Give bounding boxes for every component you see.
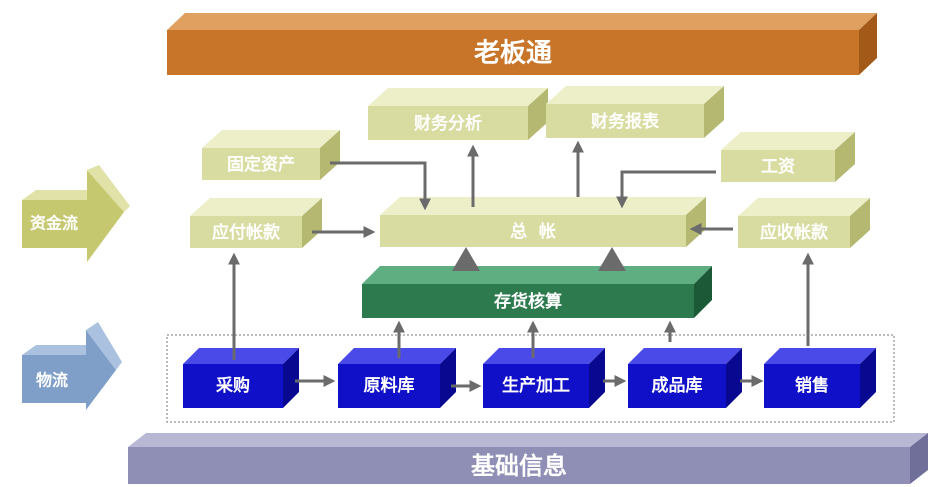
- receivable-label: 应收帐款: [760, 222, 829, 243]
- payable-label: 应付帐款: [212, 222, 281, 243]
- triangle-inventory-to-ledger-left: [452, 247, 480, 271]
- finished-goods-box: 成品库: [628, 348, 742, 408]
- inventory-accounting-box: 存货核算: [362, 266, 712, 318]
- inventory-accounting-label: 存货核算: [494, 291, 562, 312]
- general-ledger-label: 总 帐: [510, 221, 556, 242]
- header-title: 老板通: [474, 39, 552, 69]
- raw-materials-box: 原料库: [338, 348, 456, 408]
- footer-title: 基础信息: [471, 452, 567, 480]
- sales-box: 销售: [764, 348, 876, 408]
- capital-flow-label: 资金流: [30, 214, 78, 233]
- capital-flow-arrow: 资金流: [22, 165, 130, 262]
- salary-label: 工资: [761, 156, 795, 177]
- arrow-salary-to-ledger: [616, 170, 716, 209]
- purchase-box: 采购: [183, 348, 299, 408]
- payable-box: 应付帐款: [190, 198, 322, 248]
- fixed-assets-box: 固定资产: [202, 130, 340, 180]
- footer-bar: 基础信息: [128, 433, 928, 484]
- finance-report-label: 财务报表: [590, 111, 660, 132]
- finance-analysis-box: 财务分析: [368, 88, 548, 140]
- connector-arrows: [228, 140, 814, 392]
- receivable-box: 应收帐款: [738, 198, 870, 248]
- finished-goods-label: 成品库: [652, 375, 703, 396]
- sales-label: 销售: [795, 375, 829, 396]
- finance-analysis-label: 财务分析: [413, 113, 482, 134]
- fixed-assets-label: 固定资产: [227, 154, 295, 175]
- raw-materials-label: 原料库: [364, 375, 415, 396]
- finance-report-box: 财务报表: [546, 86, 724, 138]
- salary-box: 工资: [721, 132, 855, 182]
- purchase-label: 采购: [215, 375, 250, 396]
- logistics-frame: [166, 334, 895, 423]
- header-bar: 老板通: [167, 13, 877, 75]
- production-label: 生产加工: [502, 375, 570, 396]
- triangle-inventory-to-ledger-right: [598, 247, 626, 271]
- arrow-fixed-assets-to-ledger: [330, 161, 431, 211]
- material-flow-arrow: 物流: [22, 322, 122, 410]
- material-flow-label: 物流: [36, 371, 68, 390]
- general-ledger-box: 总 帐: [380, 197, 706, 247]
- production-box: 生产加工: [483, 348, 605, 408]
